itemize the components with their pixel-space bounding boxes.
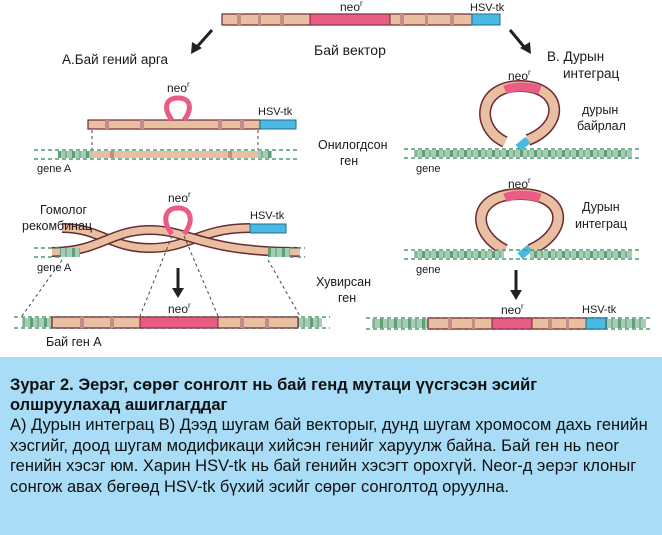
figure-caption: Зураг 2. Эерэг, сөрөг сонголт нь бай ген…: [0, 357, 662, 535]
top-target-vector: [221, 13, 501, 26]
homolog-recomb-label-1: Гомолог: [40, 203, 88, 217]
gene-a-label-2: gene A: [37, 262, 72, 274]
target-vector-label: Бай вектор: [314, 42, 386, 58]
panel-a-vector-loop: [87, 95, 297, 130]
svg-text:neor: neor: [340, 0, 363, 14]
neo-segment: [309, 13, 391, 26]
caption-title: Зураг 2. Эерэг, сөрөг сонголт нь бай ген…: [10, 376, 538, 414]
arrow-left: [191, 29, 214, 54]
hsv-label-b3: HSV-tk: [582, 304, 617, 316]
arrow-down-b: [510, 270, 522, 300]
gene-targeting-diagram: neor HSV-tk Бай вектор А.Бай гений арга …: [14, 0, 652, 349]
homolog-recomb-label-2: рекомбинац: [22, 219, 92, 233]
neo-label-a3: neo: [168, 302, 188, 316]
target-gene-a-label: Бай ген А: [46, 335, 102, 349]
panel-b-loop-2: [475, 187, 564, 260]
svg-text:neor: neor: [508, 176, 531, 191]
panel-a-title: А.Бай гений арга: [62, 52, 168, 67]
panel-a-chromosome: [34, 149, 300, 160]
modified-gene-label-2: ген: [338, 291, 356, 305]
gene-label-1: gene: [416, 163, 440, 175]
arrow-right: [508, 29, 531, 54]
random-pairing-label-1: дурын: [582, 103, 618, 117]
random-integration-bar: [366, 317, 652, 330]
modified-gene-bar: [14, 316, 330, 329]
svg-text:neor: neor: [508, 68, 531, 83]
panel-b-chromosome-2: [404, 249, 640, 260]
svg-text:neor: neor: [168, 190, 191, 205]
panel-a-crossover: [34, 205, 305, 258]
hsv-label-a1: HSV-tk: [258, 106, 293, 118]
arrow-down-a: [172, 268, 184, 298]
gene-label-2: gene: [416, 264, 440, 276]
neo-label-a2: neo: [168, 191, 188, 205]
neo-label-b2: neo: [508, 177, 528, 191]
random-pairing-label-2: байрлал: [577, 119, 626, 133]
neo-label-a1: neo: [167, 81, 187, 95]
homologous-gene-label-2: ген: [340, 154, 358, 168]
caption-body: А) Дурын интеграц В) Дээд шугам бай вект…: [10, 416, 648, 496]
neo-label-b1: neo: [508, 69, 528, 83]
panel-b-title-1: В. Дурын: [547, 49, 604, 64]
svg-text:neor: neor: [167, 80, 190, 95]
homologous-gene-label-1: Онилогдсон: [318, 138, 388, 152]
svg-text:neor: neor: [168, 301, 191, 316]
neo-label: neo: [340, 0, 360, 14]
modified-gene-label-1: Хувирсан: [316, 275, 371, 289]
hsv-label-a2: HSV-tk: [250, 210, 285, 222]
panel-b-chromosome-1: [404, 148, 640, 159]
neo-label-b3: neo: [501, 303, 521, 317]
panel-b-title-2: интеграц: [563, 66, 619, 81]
random-integration-label-1: Дурын: [582, 200, 620, 214]
hsv-tk-segment: [471, 13, 501, 26]
hsv-label-top: HSV-tk: [470, 2, 505, 14]
gene-a-label-1: gene A: [37, 163, 72, 175]
random-integration-label-2: интеграц: [575, 217, 627, 231]
svg-text:neor: neor: [501, 302, 524, 317]
panel-b-loop-1: [479, 79, 560, 152]
